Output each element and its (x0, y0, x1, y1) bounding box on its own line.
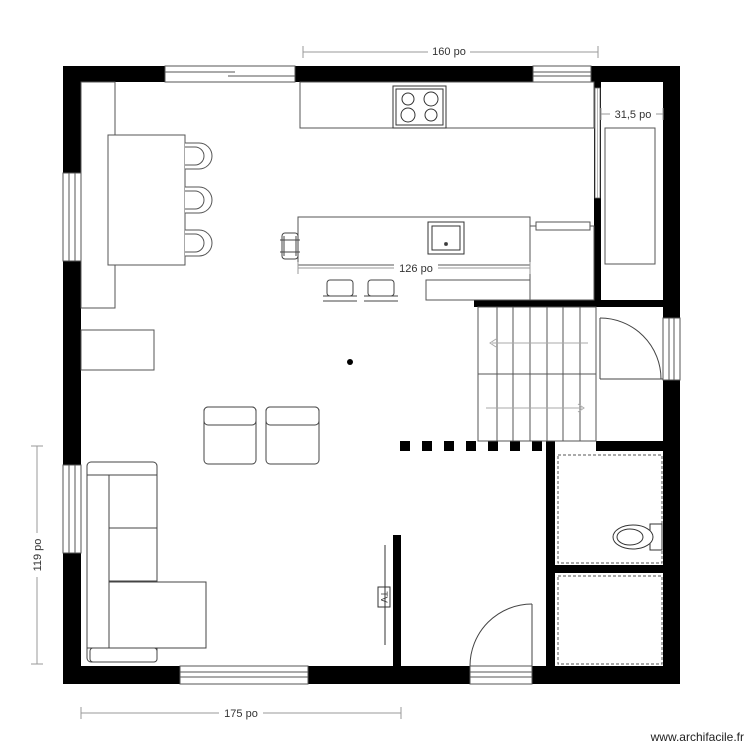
closet-shelf (604, 127, 656, 265)
wall-bath-left (546, 441, 555, 666)
armchairs (203, 406, 320, 465)
dimension-labels: 160 po 31,5 po 126 po 119 po 175 po (30, 44, 656, 720)
stool-icon (323, 279, 357, 302)
chair-icon (185, 186, 213, 214)
dim-left-label: 119 po (32, 539, 44, 572)
windows (62, 65, 681, 685)
window-right (662, 317, 681, 381)
sink-icon (427, 221, 465, 255)
dim-island-label: 126 po (399, 263, 433, 275)
shower-area (557, 454, 663, 564)
sectional-sofa (86, 461, 207, 663)
window-top-left (164, 65, 296, 83)
wall-left (63, 66, 81, 684)
side-cabinet (80, 329, 155, 371)
closet-sliding-door (594, 87, 601, 199)
window-top-right (532, 65, 592, 83)
armchair-icon (203, 406, 257, 465)
dim-closet-label: 31,5 po (615, 109, 652, 121)
window-left-upper (62, 172, 82, 262)
kitchen-island (297, 216, 595, 301)
site-credit[interactable]: www.archifacile.fr (650, 730, 744, 744)
island-ledge (425, 279, 531, 301)
bathroom (557, 454, 663, 665)
tv-unit: TV (377, 545, 391, 645)
chair-icon (185, 142, 213, 170)
storage-area (557, 575, 663, 665)
toilet-icon (612, 523, 663, 551)
dining-table (107, 134, 186, 266)
staircase (477, 306, 597, 442)
stair-railing (400, 441, 542, 451)
cooktop-icon (392, 85, 447, 129)
ceiling-light-icon (347, 359, 353, 365)
island-stools (280, 232, 398, 302)
dim-bottom-label: 175 po (224, 708, 258, 720)
wall-tv-partition (393, 535, 401, 666)
chair-icon (185, 229, 213, 257)
wall-hall-top (596, 441, 663, 451)
kitchen-counter (299, 81, 595, 129)
tv-label: TV (379, 591, 389, 603)
wall-bottom (63, 666, 680, 684)
armchair-icon (265, 406, 320, 465)
closet (604, 127, 656, 265)
entrance-door-sill (469, 665, 533, 685)
dining-area (80, 81, 213, 309)
window-bottom-left (179, 665, 309, 685)
door-swing-icon (599, 317, 663, 380)
stool-icon (364, 279, 398, 302)
stair-arrow-icon (486, 338, 588, 413)
wall-bath-divider (555, 565, 663, 573)
dishwasher (535, 221, 591, 231)
refrigerator (529, 225, 595, 301)
dim-top-label: 160 po (432, 46, 466, 58)
stool-icon (280, 232, 300, 260)
door-swing-icon (469, 603, 533, 667)
door-swings (469, 317, 663, 667)
window-left-lower (62, 464, 82, 554)
wall-stair-top (474, 300, 663, 307)
